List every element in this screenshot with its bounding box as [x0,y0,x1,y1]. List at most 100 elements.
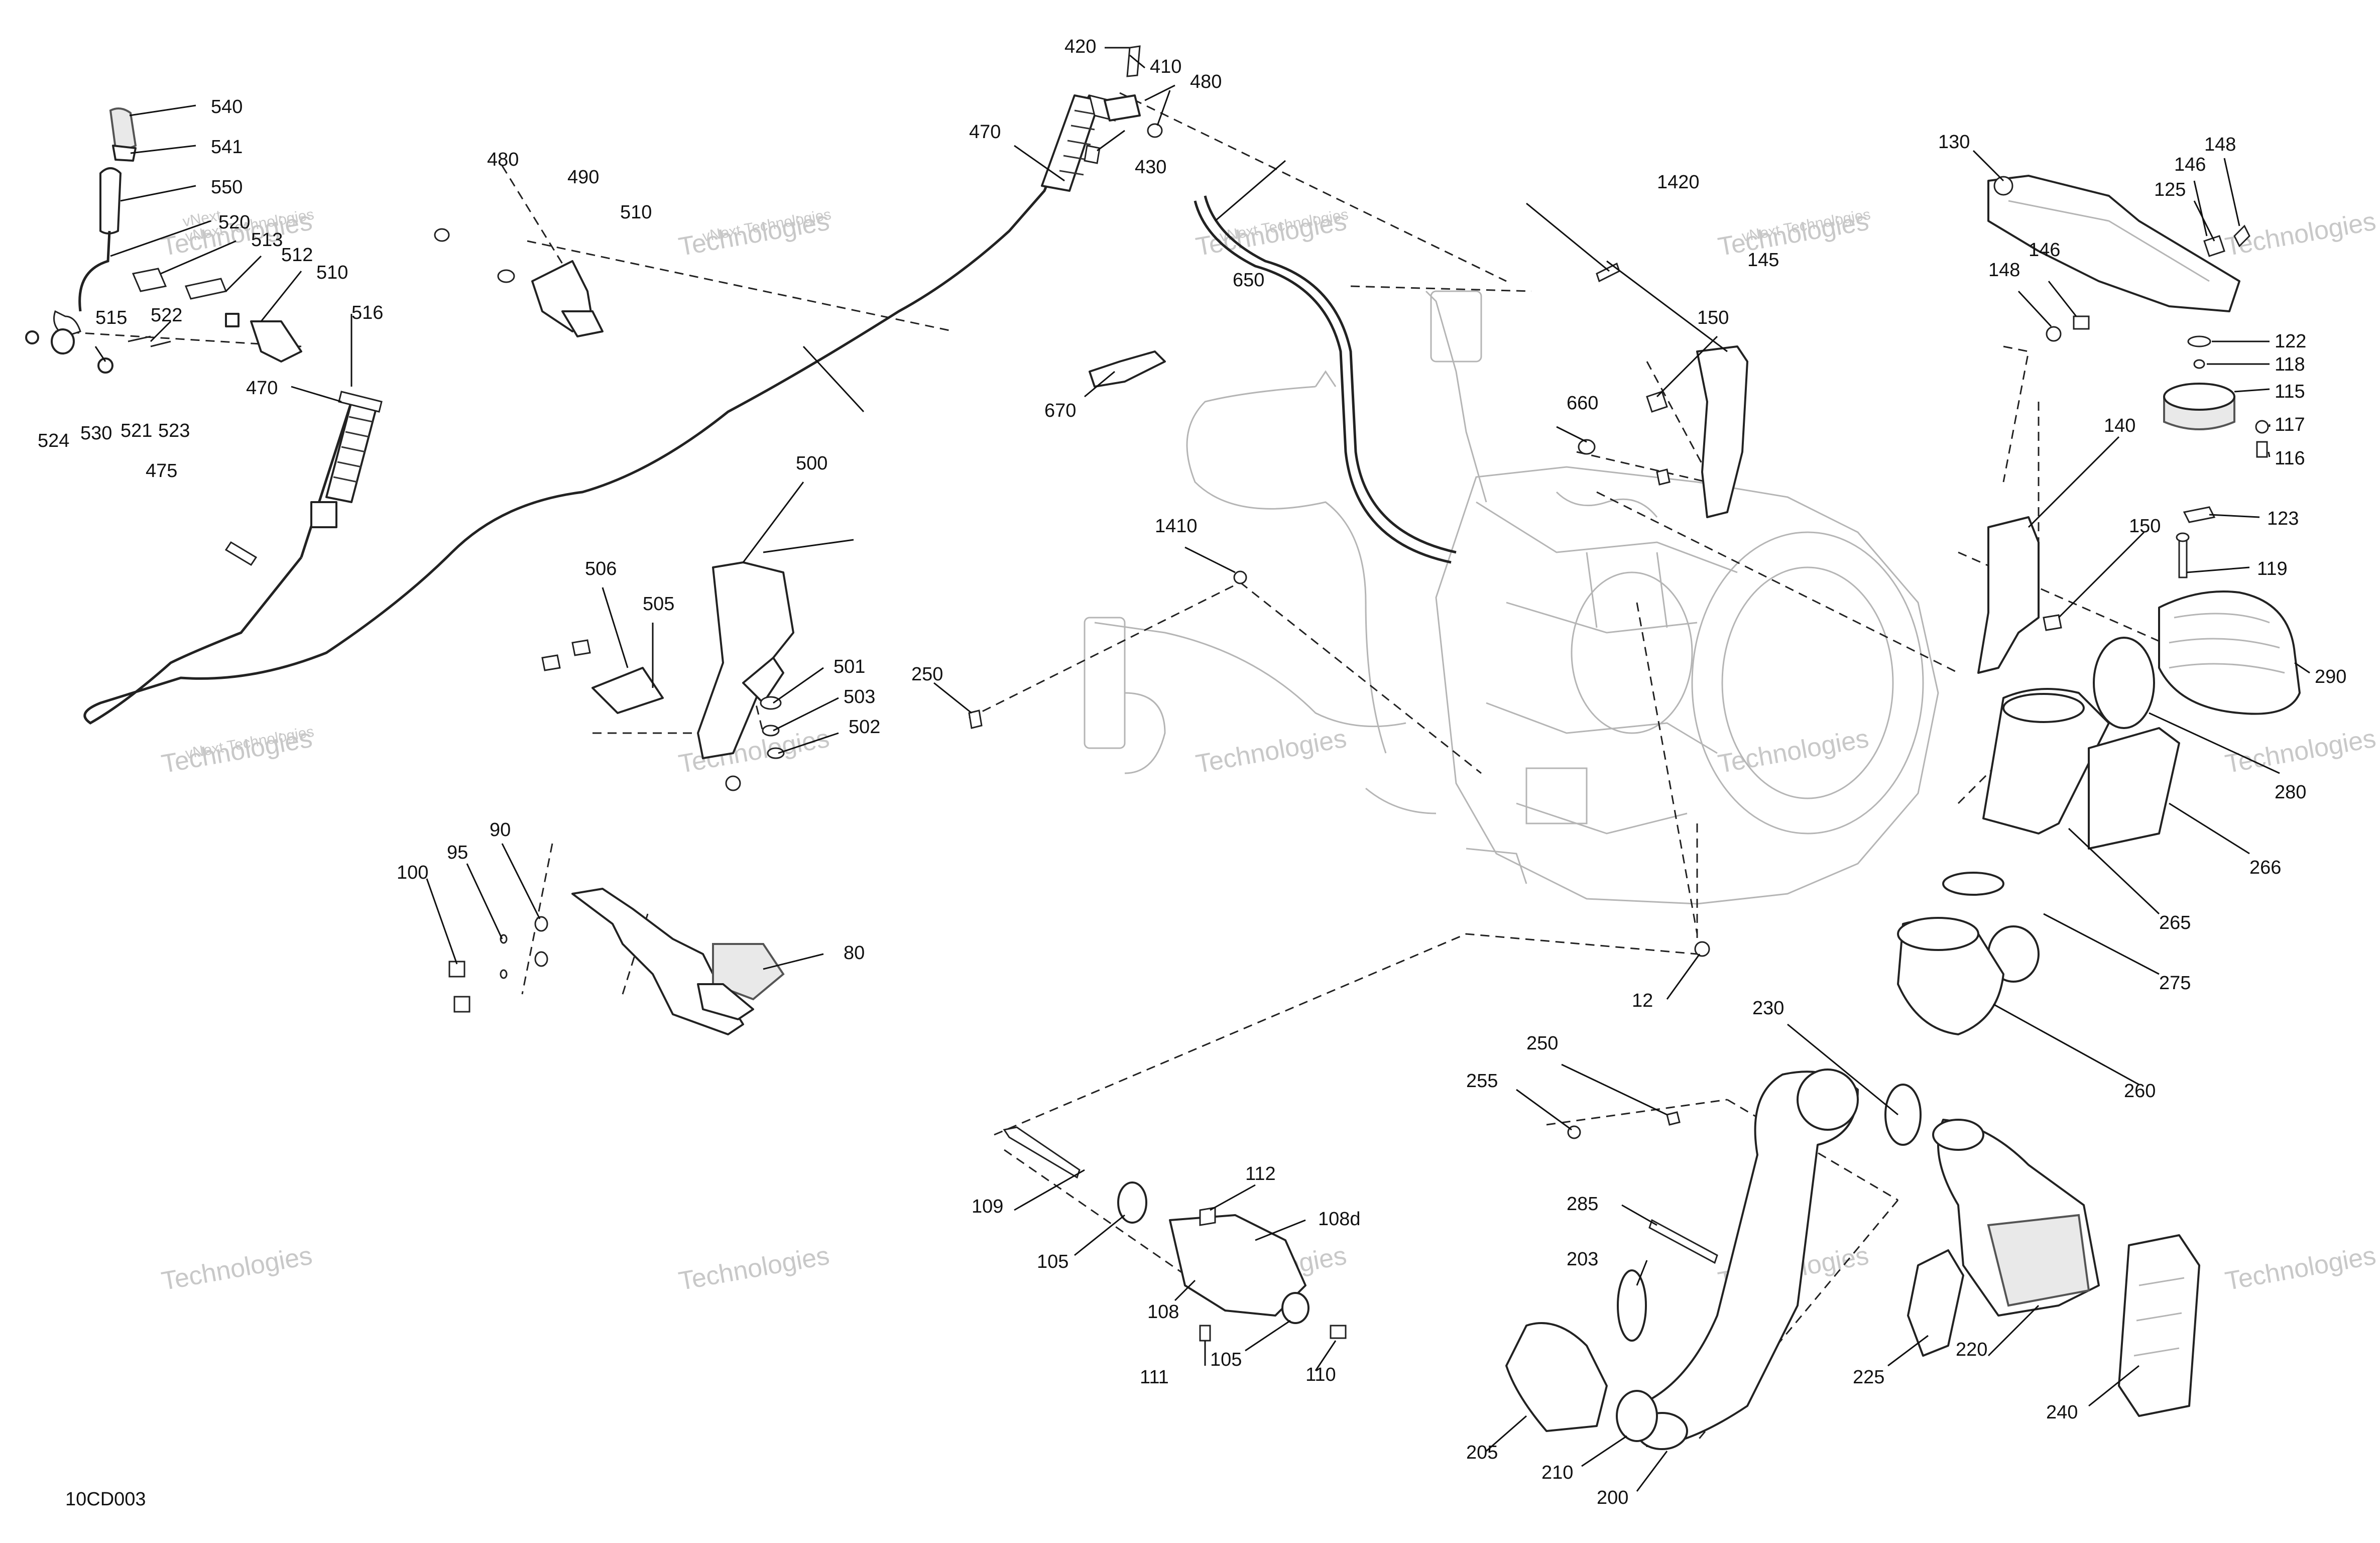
callout-503: 503 [844,686,875,707]
watermark: Technologies [2223,1241,2378,1296]
callout-148-lower: 148 [1988,260,2020,281]
callout-210: 210 [1541,1462,1573,1483]
watermark: Technologies vNext Technologies [1716,206,1872,262]
throttle-pedal-80 [448,888,785,1035]
engine-mount-115 [2163,335,2269,578]
callout-510: 510 [316,262,348,283]
callout-420: 420 [1064,36,1096,57]
watermark: Technologies vNext Technologies [159,723,315,779]
crossmember-130 [1987,175,2250,342]
callout-150-right: 150 [2129,516,2161,537]
callout-480-top: 480 [1190,71,1222,92]
callout-117: 117 [2275,414,2305,435]
callout-660: 660 [1567,393,1598,414]
callout-650: 650 [1233,270,1264,291]
callout-510-bracket: 510 [620,202,652,223]
callout-430: 430 [1135,157,1166,178]
callout-255: 255 [1466,1071,1498,1092]
callout-123: 123 [2267,508,2299,529]
clamp-275 [1694,872,2040,983]
watermark: Technologies vNext Technologies [1194,206,1350,262]
callout-118: 118 [2275,354,2305,375]
callout-240: 240 [2046,1402,2078,1423]
intake-boot-205 [1505,1219,1718,1442]
callout-108d: 108d [1318,1209,1361,1230]
callout-115: 115 [2275,381,2305,402]
callout-513: 513 [251,229,283,251]
callout-480: 480 [487,149,519,170]
callout-119: 119 [2257,558,2288,579]
callout-515: 515 [95,307,127,328]
callout-500: 500 [796,453,827,474]
bracket-140 [1977,516,2062,674]
callout-110: 110 [1305,1364,1336,1385]
assembly-lines [55,92,2220,1442]
callout-200: 200 [1597,1487,1628,1508]
watermark: Technologies [676,1241,831,1296]
callout-150: 150 [1697,307,1729,328]
callout-146: 146 [2174,154,2206,175]
watermark: Technologies vNext Technologies [676,206,832,262]
vent-hose-650 [1089,195,1457,564]
intake-boot-260 [1897,917,2004,1035]
callout-502: 502 [849,717,880,738]
callout-512: 512 [281,245,313,266]
callout-108: 108 [1147,1301,1179,1323]
cvt-filter-240 [2118,1234,2200,1417]
callout-475: 475 [146,460,177,482]
svg-text:Technologies: Technologies [676,1241,831,1296]
callout-265: 265 [2159,912,2191,933]
callout-112: 112 [1245,1163,1276,1184]
callout-90: 90 [490,819,511,841]
intake-duct-265 [1982,688,2180,850]
callout-523: 523 [158,420,190,441]
callout-140: 140 [2104,415,2135,436]
svg-text:Technologies: Technologies [1194,724,1349,779]
svg-text:Technologies: Technologies [2223,724,2378,779]
pivot-assembly-108 [1003,1126,1347,1342]
engine-mount-bracket-145 [1578,262,1748,518]
svg-text:Technologies: Technologies [2223,1241,2378,1296]
callout-290: 290 [2315,666,2346,687]
callout-470-top: 470 [969,122,1001,143]
callout-260: 260 [2124,1081,2156,1102]
cvt-duct-220 [1932,1119,2100,1317]
callout-203: 203 [1567,1249,1598,1270]
watermark: Technologies [2223,724,2378,779]
callout-122: 122 [2275,331,2306,352]
callout-111: 111 [1140,1367,1169,1388]
callout-285: 285 [1567,1194,1598,1215]
callout-250-lower: 250 [1526,1033,1558,1054]
callout-130: 130 [1938,132,1970,153]
engine-ghost [1084,290,1939,905]
callout-490: 490 [567,167,599,188]
callout-530: 530 [80,423,112,444]
callout-516: 516 [351,302,383,323]
callout-145: 145 [1747,250,1779,271]
callout-12: 12 [1632,990,1653,1011]
shift-cable [83,94,1125,725]
callout-1420: 1420 [1657,172,1700,193]
callout-116: 116 [2275,448,2305,469]
callout-524: 524 [38,430,69,451]
callout-470: 470 [246,378,278,399]
svg-text:Technologies: Technologies [159,1241,314,1296]
callout-250: 250 [911,664,943,685]
air-intake-290 [2093,590,2301,729]
callout-205: 205 [1466,1442,1498,1463]
callout-225: 225 [1853,1367,1884,1388]
callout-275: 275 [2159,973,2191,994]
callout-146-lower: 146 [2029,240,2060,261]
pedal-bracket-500 [541,561,794,791]
fasteners-1410-250 [968,570,1247,729]
callout-230: 230 [1752,998,1784,1019]
cable-bracket-410 [1084,45,1163,164]
cvt-intake-tube-200 [1636,1069,1922,1450]
watermark: Technologies [1194,724,1349,779]
callout-105: 105 [1037,1251,1068,1272]
callout-220: 220 [1956,1339,1987,1360]
shifter-knob-assembly [25,107,302,374]
leader-lines [94,47,2310,1492]
callout-105-lower: 105 [1210,1349,1242,1370]
